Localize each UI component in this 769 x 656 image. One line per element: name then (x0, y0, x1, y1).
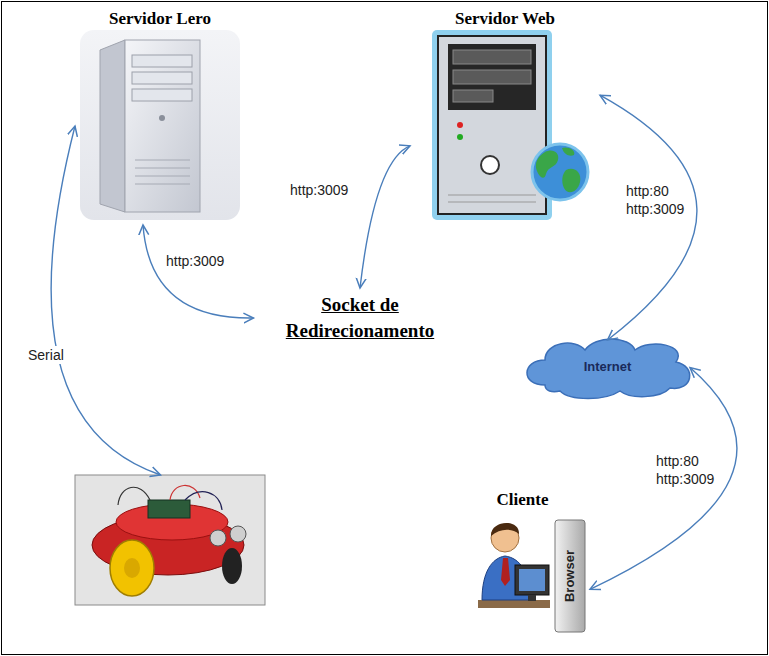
protocol-label: http:80 http:3009 (654, 452, 716, 488)
text-holder: Cliente (485, 490, 560, 510)
browser-bar (555, 520, 585, 632)
cloud-node: Internet (525, 340, 690, 395)
server-node: Servidor Lero (75, 5, 245, 225)
protocol-label: http:3009 (288, 181, 350, 199)
node-heading: Servidor Web (410, 9, 600, 29)
web-server-icon (432, 30, 588, 220)
bidirectional-arrow (51, 126, 160, 475)
lero-server-icon (80, 30, 240, 220)
protocol-label: http:80 http:3009 (624, 182, 686, 218)
socket-label: Socket de Redirecionamento (258, 292, 463, 343)
protocol-label: http:3009 (164, 252, 226, 270)
bidirectional-arrow (143, 225, 254, 318)
node-heading: Servidor Lero (75, 9, 245, 29)
robot-node (75, 475, 265, 605)
server-node: Servidor Web (410, 5, 600, 225)
text-holder: Servidor Web (410, 9, 600, 29)
bidirectional-arrow (600, 95, 697, 340)
text-holder: Servidor Lero (75, 9, 245, 29)
socket-node: Socket de Redirecionamento (254, 288, 467, 348)
client-node: ClienteBrowser (475, 490, 590, 632)
bidirectional-arrow (590, 368, 737, 590)
text-holder: Browser (560, 520, 580, 632)
text-holder: Internet (525, 359, 690, 374)
client-person-icon (478, 523, 550, 608)
protocol-label: Serial (26, 346, 66, 364)
robot-photo (75, 475, 265, 605)
node-heading: Cliente (485, 490, 560, 510)
bidirectional-arrow (360, 146, 410, 288)
cloud-label: Internet (525, 359, 690, 374)
browser-label: Browser (560, 520, 580, 632)
